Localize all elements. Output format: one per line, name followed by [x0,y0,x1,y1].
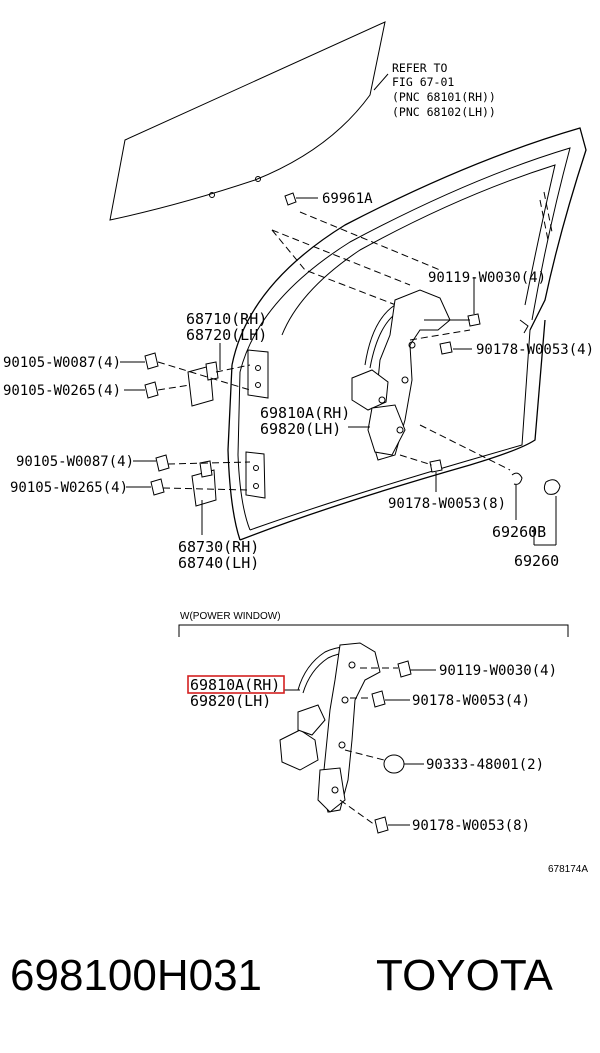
bolt-90105-w0265-lower [150,478,165,496]
highlight-69810A [187,675,285,694]
nut-90178-top [439,341,453,355]
bolt-90119-power [397,660,412,678]
label-69260B: 69260B [492,523,546,541]
label-90178-power-a: 90178-W0053(4) [412,693,530,709]
window-regulator-power [279,642,381,813]
part-number: 698100H031 [10,951,262,1000]
label-69260: 69260 [514,552,559,570]
label-90333-power: 90333-48001(2) [426,757,544,773]
stopper-69961A [284,192,297,206]
label-90119-power: 90119-W0030(4) [439,663,557,679]
refer-line3: (PNC 68101(RH)) [392,90,496,104]
refer-line2: FIG 67-01 [392,75,454,89]
label-90178-power-b: 90178-W0053(8) [412,818,530,834]
label-69820-top: 69820(LH) [260,420,341,438]
hinge-lower [191,451,266,507]
door-frame [227,127,587,541]
window-regulator-top [351,289,451,461]
clip-69260B [511,472,523,485]
label-90105-w0087-lower: 90105-W0087(4) [16,454,134,470]
bolt-90119-top [467,313,481,327]
label-90105-w0265-lower: 90105-W0265(4) [10,480,128,496]
label-69820-power: 69820(LH) [190,692,271,710]
label-90119-top: 90119-W0030(4) [428,270,546,286]
bolt-90105-w0087-lower [155,454,170,472]
cap-69260 [543,479,561,495]
brand-name: TOYOTA [376,951,553,1000]
label-68740: 68740(LH) [178,554,259,572]
label-90105-w0265-upper: 90105-W0265(4) [3,383,121,399]
hinge-upper [187,349,269,407]
label-90178-mid: 90178-W0053(8) [388,496,506,512]
refer-line1: REFER TO [392,61,447,75]
nut-90178-power-a [371,690,386,708]
label-69810A-power: 69810A(RH) [190,676,280,694]
label-68730: 68730(RH) [178,538,259,556]
power-window-title: W(POWER WINDOW) [180,611,281,622]
label-68720: 68720(LH) [186,326,267,344]
bolt-90105-w0265-upper [144,381,159,399]
power-window-bracket [178,624,569,637]
label-90105-w0087-upper: 90105-W0087(4) [3,355,121,371]
bolt-90105-w0087-upper [144,352,159,370]
nut-90178-mid [429,459,443,473]
nut-90178-power-b [374,816,389,834]
label-68710: 68710(RH) [186,310,267,328]
label-69810A-top: 69810A(RH) [260,404,350,422]
refer-line4: (PNC 68102(LH)) [392,105,496,119]
door-glass [109,21,386,221]
plug-90333 [383,754,405,774]
figure-code: 678174A [548,864,588,875]
label-69961A: 69961A [322,191,373,207]
label-90178-top: 90178-W0053(4) [476,342,594,358]
